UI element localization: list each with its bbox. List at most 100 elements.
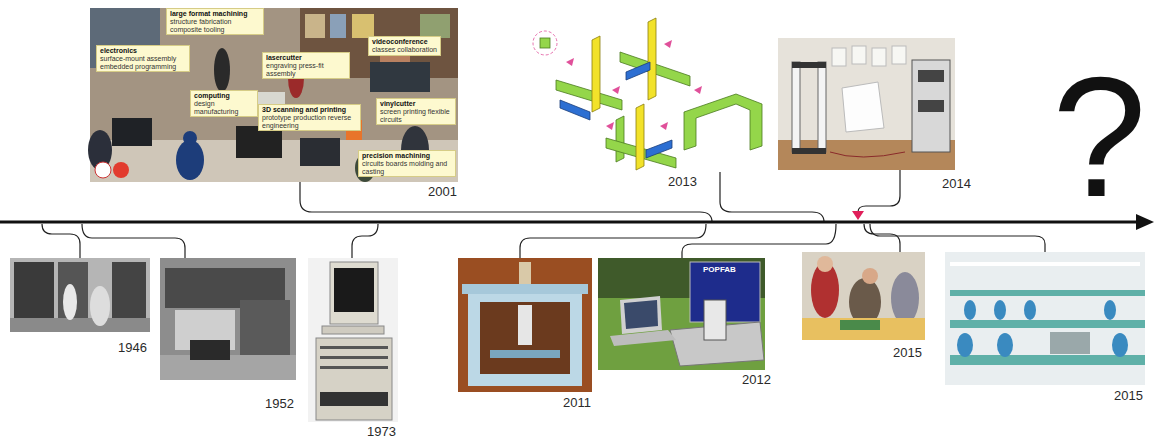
person [90, 286, 110, 326]
callout-heading: precision machining [362, 152, 452, 160]
callout-text: design manufacturing [194, 100, 254, 116]
lab-bench-photo [778, 38, 955, 170]
photo-ground [802, 252, 925, 340]
arrow-mark [694, 86, 702, 94]
brand-label: POPFAB [703, 266, 736, 274]
beam [540, 38, 550, 48]
frame-opening [480, 302, 570, 374]
machine-frame [792, 62, 800, 152]
year-label: 1973 [367, 424, 396, 439]
leader-line [720, 172, 824, 222]
leader-line [42, 224, 80, 258]
photo-ground [90, 8, 458, 182]
now-marker [852, 211, 864, 220]
paper [852, 46, 866, 64]
label-holder: 2015 [1114, 388, 1143, 403]
beam [626, 62, 650, 80]
panel [14, 262, 54, 320]
cabinet [316, 338, 392, 420]
machine [1050, 332, 1090, 354]
person [862, 268, 878, 284]
vent [320, 356, 388, 359]
photo-ground [308, 258, 398, 422]
photo-panel: 1952 [160, 258, 296, 380]
year-label: 1952 [265, 396, 294, 411]
person [176, 140, 204, 180]
machine [190, 340, 230, 360]
year-label: 2015 [1114, 388, 1143, 403]
photo-panel: 2001large format machiningstructure fabr… [90, 8, 458, 182]
paper [892, 46, 906, 64]
year-label: 2011 [563, 395, 591, 410]
photo-ground [458, 258, 592, 392]
monitor [300, 138, 340, 166]
beam [648, 18, 656, 100]
year-label: 2014 [942, 176, 971, 191]
monitor [112, 118, 152, 146]
books [330, 14, 346, 38]
callout-text: circuits boards molding and casting [362, 160, 452, 176]
leader-line [864, 224, 900, 252]
slot [320, 392, 388, 406]
photo-panel: 2014 [778, 38, 955, 170]
person [817, 256, 833, 272]
logo [95, 162, 111, 178]
eniac-photo [10, 258, 150, 332]
leader-line [858, 170, 900, 212]
callout-heading: large format machining [170, 10, 260, 18]
leader-line [682, 224, 836, 258]
label-holder: ? [1052, 52, 1147, 222]
callout-heading: computing [194, 92, 254, 100]
callout-box: vinylcutterscreen printing flexible circ… [376, 98, 456, 125]
label-holder: 2001 [428, 184, 457, 199]
person [63, 284, 77, 320]
books [352, 14, 374, 38]
leader-lines [42, 170, 1045, 258]
year-label: 2001 [428, 184, 457, 199]
photo-ground [10, 258, 150, 332]
fablab-photo [88, 8, 458, 182]
machine-photo [160, 258, 296, 380]
beam [616, 116, 624, 162]
label-holder: 2011 [563, 395, 591, 410]
worker [1112, 333, 1128, 357]
panel [58, 262, 88, 320]
label-holder: 2012 [742, 372, 771, 387]
year-label: 2015 [893, 345, 922, 360]
label-holder: 2015 [893, 345, 922, 360]
laptop [620, 296, 662, 334]
callout-heading: vinylcutter [380, 100, 452, 108]
callout-text: engraving press-fit assembly [266, 62, 346, 78]
label-holder: 1952 [265, 396, 294, 411]
machine-frame [792, 148, 826, 154]
screen [334, 268, 374, 312]
callout-heading: 3D scanning and printing [262, 106, 357, 114]
worker [1104, 300, 1116, 320]
question-mark: ? [1052, 52, 1147, 222]
books [305, 14, 325, 38]
callout-box: electronicssurface-mount assembly embedd… [96, 45, 190, 72]
bench [950, 355, 1145, 365]
tool [518, 305, 532, 345]
suitcase-photo [598, 258, 765, 370]
leader-line [520, 224, 706, 258]
beam [646, 140, 672, 158]
person [214, 48, 230, 92]
arrow-mark [606, 122, 614, 130]
callout-text: classes collaboration [372, 46, 437, 54]
bench [950, 290, 1145, 296]
label-holder: 2014 [942, 176, 971, 191]
person [183, 131, 197, 145]
books [420, 14, 450, 38]
beam [560, 100, 590, 120]
paper [872, 48, 886, 66]
frame [468, 290, 582, 386]
worker [1024, 300, 1036, 320]
callout-text: surface-mount assembly embedded programm… [100, 55, 186, 71]
arrow-mark [664, 40, 672, 48]
laptop-screen [624, 300, 658, 329]
year-label: 1946 [118, 340, 147, 355]
callout-heading: videoconference [372, 38, 437, 46]
callout-box: 3D scanning and printingprototype produc… [258, 104, 361, 131]
beam [636, 104, 644, 170]
